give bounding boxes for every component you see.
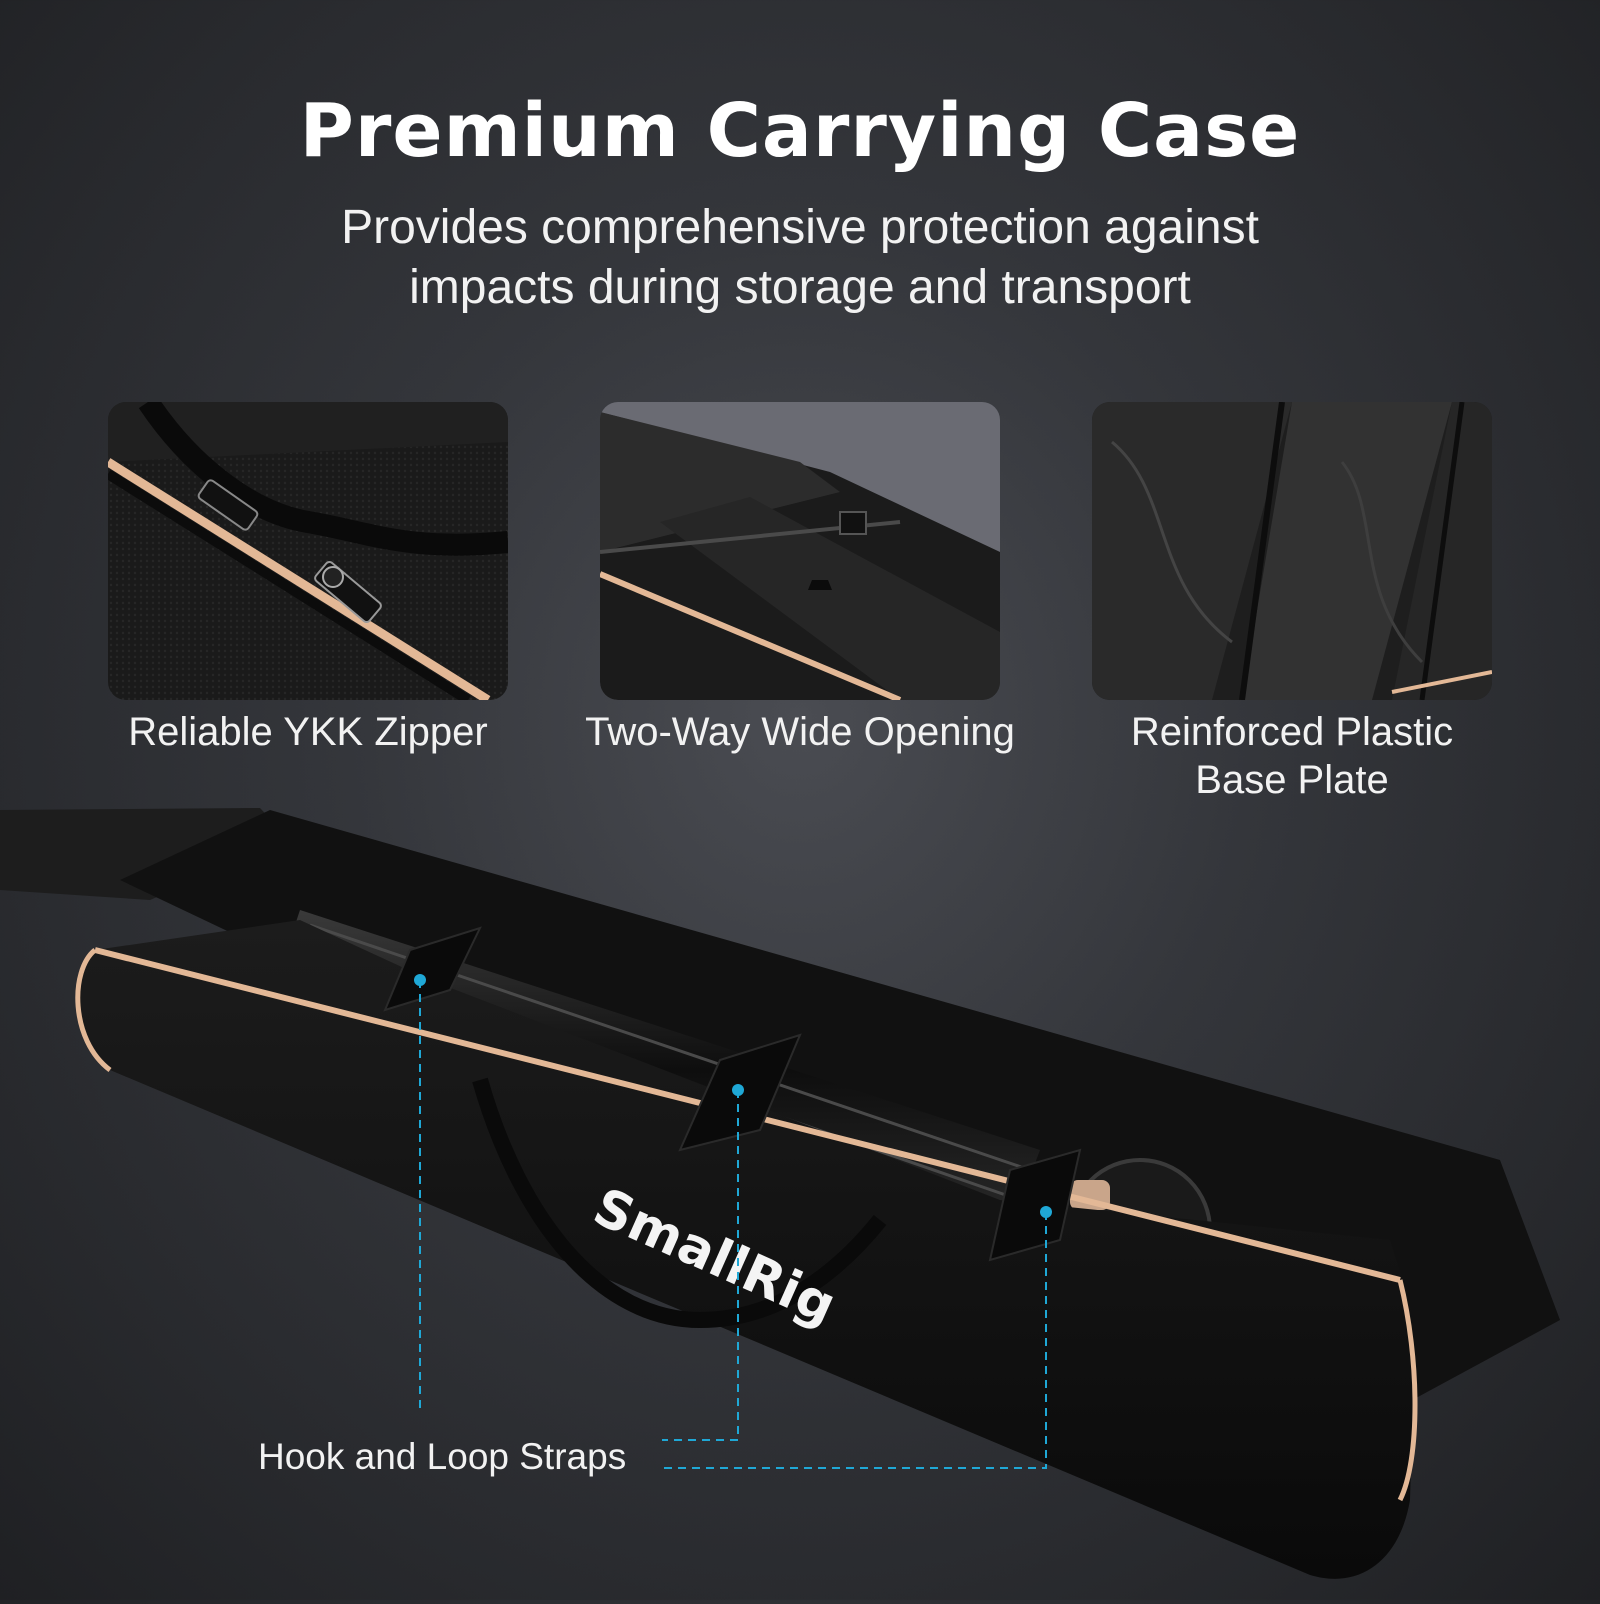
bag-illustration: SmallRig xyxy=(0,800,1600,1600)
callout-dots xyxy=(414,974,1052,1218)
feature-label-zipper: Reliable YKK Zipper xyxy=(128,710,488,754)
hook-loop-strap-3 xyxy=(988,1148,1082,1262)
feature-image-base-plate xyxy=(1092,402,1492,700)
feature-image-zipper xyxy=(108,402,508,700)
hook-loop-strap-1 xyxy=(383,926,482,1012)
page-subtitle: Provides comprehensive protection agains… xyxy=(250,198,1350,318)
subtitle-line-1: Provides comprehensive protection agains… xyxy=(341,201,1259,254)
feature-label-base-plate-line-1: Reinforced Plastic xyxy=(1130,710,1454,754)
feature-label-base-plate-line-2: Base Plate xyxy=(1195,758,1389,802)
bag-handle xyxy=(472,1077,887,1329)
feature-label-base-plate: Reinforced Plastic Base Plate xyxy=(1052,708,1532,804)
bag-body xyxy=(77,920,1415,1579)
feature-label-opening: Two-Way Wide Opening xyxy=(585,710,1015,754)
subtitle-line-2: impacts during storage and transport xyxy=(409,261,1191,314)
callout-lines xyxy=(419,980,1047,1469)
callout-label-straps: Hook and Loop Straps xyxy=(258,1436,627,1477)
bag-left-flap xyxy=(0,808,290,900)
page-title: Premium Carrying Case xyxy=(299,88,1301,174)
feature-image-opening xyxy=(600,402,1000,700)
